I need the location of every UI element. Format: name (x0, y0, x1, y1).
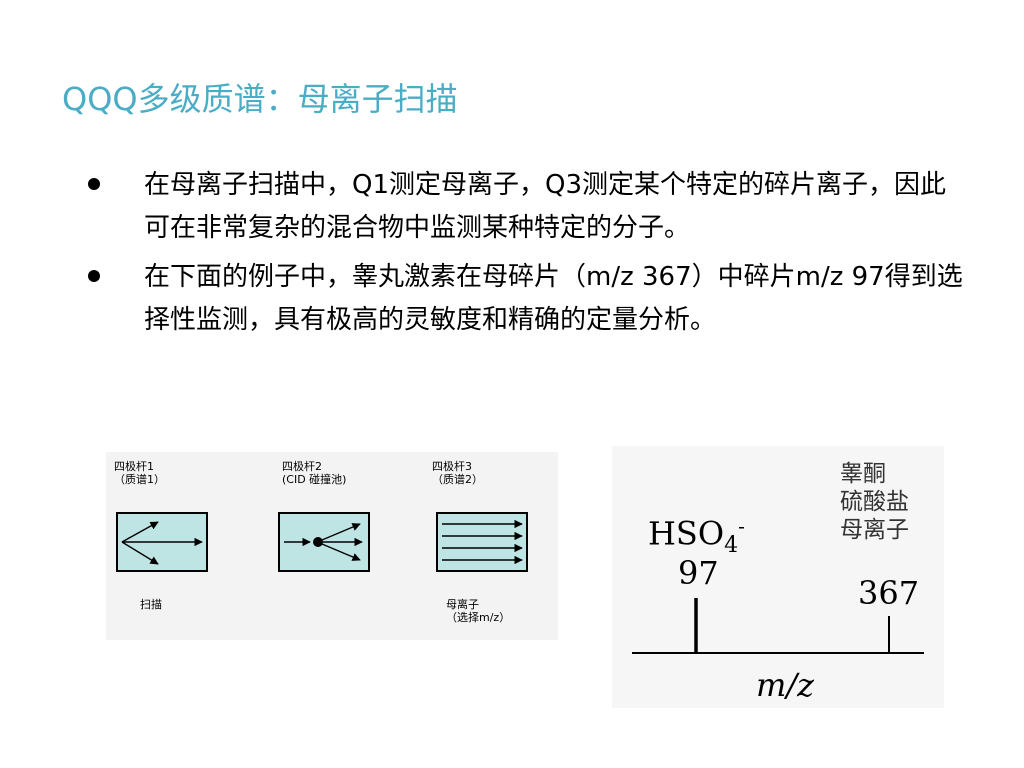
parent-mz-label: 367 (858, 574, 920, 612)
quad3-label: 四极杆3 （质谱2） (432, 460, 483, 486)
bullet-item: 在母离子扫描中，Q1测定母离子，Q3测定某个特定的碎片离子，因此可在非常复杂的混… (84, 164, 964, 250)
bullet-dot-icon (88, 270, 100, 282)
spectrum-plot (632, 598, 924, 654)
fragment-formula: HSO4- (648, 514, 745, 559)
bullet-text: 在母离子扫描中，Q1测定母离子，Q3测定某个特定的碎片离子，因此可在非常复杂的混… (144, 170, 947, 243)
quad3-caption: 母离子 （选择m/z） (446, 598, 511, 624)
bullet-item: 在下面的例子中，睾丸激素在母碎片（m/z 367）中碎片m/z 97得到选择性监… (84, 256, 964, 342)
collision-arrows-icon (284, 523, 363, 561)
mass-spectrum: 睾酮 硫酸盐 母离子 HSO4- 97 367 m/z (612, 446, 944, 708)
x-axis-label: m/z (756, 666, 814, 704)
slide-title: QQQ多级质谱：母离子扫描 (62, 80, 458, 118)
scan-arrows-icon (121, 521, 203, 565)
quad3-box (436, 512, 528, 572)
bullet-list: 在母离子扫描中，Q1测定母离子，Q3测定某个特定的碎片离子，因此可在非常复杂的混… (84, 164, 964, 348)
parent-ion-name: 睾酮 硫酸盐 母离子 (840, 461, 909, 543)
quad1-label: 四极杆1 （质谱1） (114, 460, 165, 486)
parallel-arrows-icon (442, 519, 523, 565)
bullet-text: 在下面的例子中，睾丸激素在母碎片（m/z 367）中碎片m/z 97得到选择性监… (144, 262, 963, 335)
quad1-caption: 扫描 (140, 598, 162, 611)
fragment-mz-label: 97 (678, 554, 719, 592)
quadrupole-diagram: 四极杆1 （质谱1） 四极杆2 (CID 碰撞池) 四极杆3 （质谱2） (106, 452, 558, 640)
quad2-box (278, 512, 370, 572)
quad2-label: 四极杆2 (CID 碰撞池) (282, 460, 347, 486)
quad1-box (116, 512, 208, 572)
bullet-dot-icon (88, 178, 100, 190)
